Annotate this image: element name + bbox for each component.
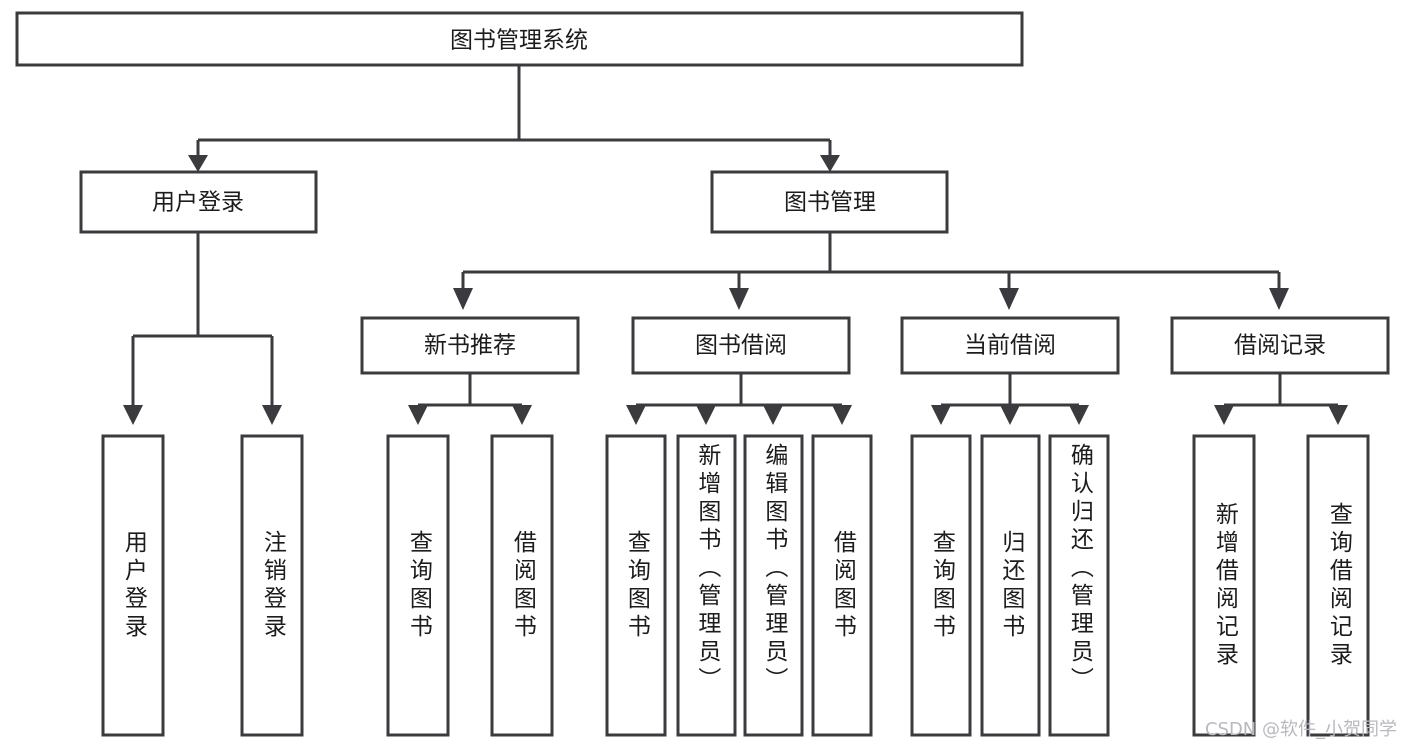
arrow-cb-leaf-1: [931, 405, 951, 425]
node-root-label: 图书管理系统: [450, 28, 588, 54]
arrow-bb-leaf-3: [763, 405, 783, 425]
leaf-box-user-login-2[interactable]: [240, 434, 304, 737]
node-book-manage-label: 图书管理: [784, 190, 876, 216]
arrow-br-leaf-2: [1328, 405, 1348, 425]
leaf-box-cb-1[interactable]: [910, 434, 972, 737]
connector-borrow-records-bus: [1222, 373, 1340, 412]
arrow-to-borrow-records: [1269, 288, 1289, 310]
leaf-box-bb-4[interactable]: [811, 434, 873, 737]
arrow-root-to-user-login: [188, 155, 208, 172]
leaf-box-nbr-2[interactable]: [490, 434, 554, 737]
leaf-box-bb-2[interactable]: [676, 434, 737, 737]
arrow-cb-leaf-2: [1000, 405, 1020, 425]
arrow-nbr-leaf-1: [408, 405, 428, 425]
node-book-borrow-label: 图书借阅: [695, 333, 787, 359]
node-root[interactable]: [15, 11, 1024, 67]
arrow-cb-leaf-3: [1069, 405, 1089, 425]
node-new-book-recommend-label: 新书推荐: [424, 333, 516, 359]
node-borrow-records-label: 借阅记录: [1234, 333, 1326, 359]
leaf-box-br-2[interactable]: [1306, 434, 1370, 737]
node-user-login-label: 用户登录: [152, 190, 244, 216]
connector-book-borrow-bus: [634, 373, 844, 412]
arrow-to-current-borrow: [999, 288, 1019, 310]
connector-user-login-bus: [131, 232, 274, 412]
arrow-to-book-borrow: [729, 288, 749, 310]
connector-root-bus: [196, 65, 832, 162]
arrow-bb-leaf-1: [626, 405, 646, 425]
arrow-bb-leaf-2: [696, 405, 716, 425]
leaf-box-br-1[interactable]: [1192, 434, 1256, 737]
arrow-bb-leaf-4: [832, 405, 852, 425]
node-current-borrow-label: 当前借阅: [964, 333, 1056, 359]
arrow-root-to-book-manage: [820, 155, 840, 172]
arrow-user-login-leaf-1: [123, 405, 143, 425]
arrow-nbr-leaf-2: [512, 405, 532, 425]
leaf-box-nbr-1[interactable]: [386, 434, 450, 737]
node-new-book-recommend[interactable]: [360, 316, 580, 375]
arrow-user-login-leaf-2: [262, 405, 282, 425]
arrow-br-leaf-1: [1214, 405, 1234, 425]
csdn-watermark: CSDN @软件_小贺同学: [1204, 719, 1397, 740]
leaf-box-cb-2[interactable]: [980, 434, 1041, 737]
connector-new-book-recommend-bus: [416, 373, 524, 412]
leaf-box-cb-3[interactable]: [1048, 434, 1110, 737]
leaf-box-bb-3[interactable]: [743, 434, 804, 737]
leaf-box-bb-1[interactable]: [605, 434, 667, 737]
connector-book-manage-bus: [461, 232, 1281, 292]
node-current-borrow[interactable]: [900, 316, 1120, 375]
leaf-box-user-login-1[interactable]: [101, 434, 165, 737]
node-user-login[interactable]: [79, 170, 318, 234]
arrow-to-new-book-recommend: [453, 288, 473, 310]
